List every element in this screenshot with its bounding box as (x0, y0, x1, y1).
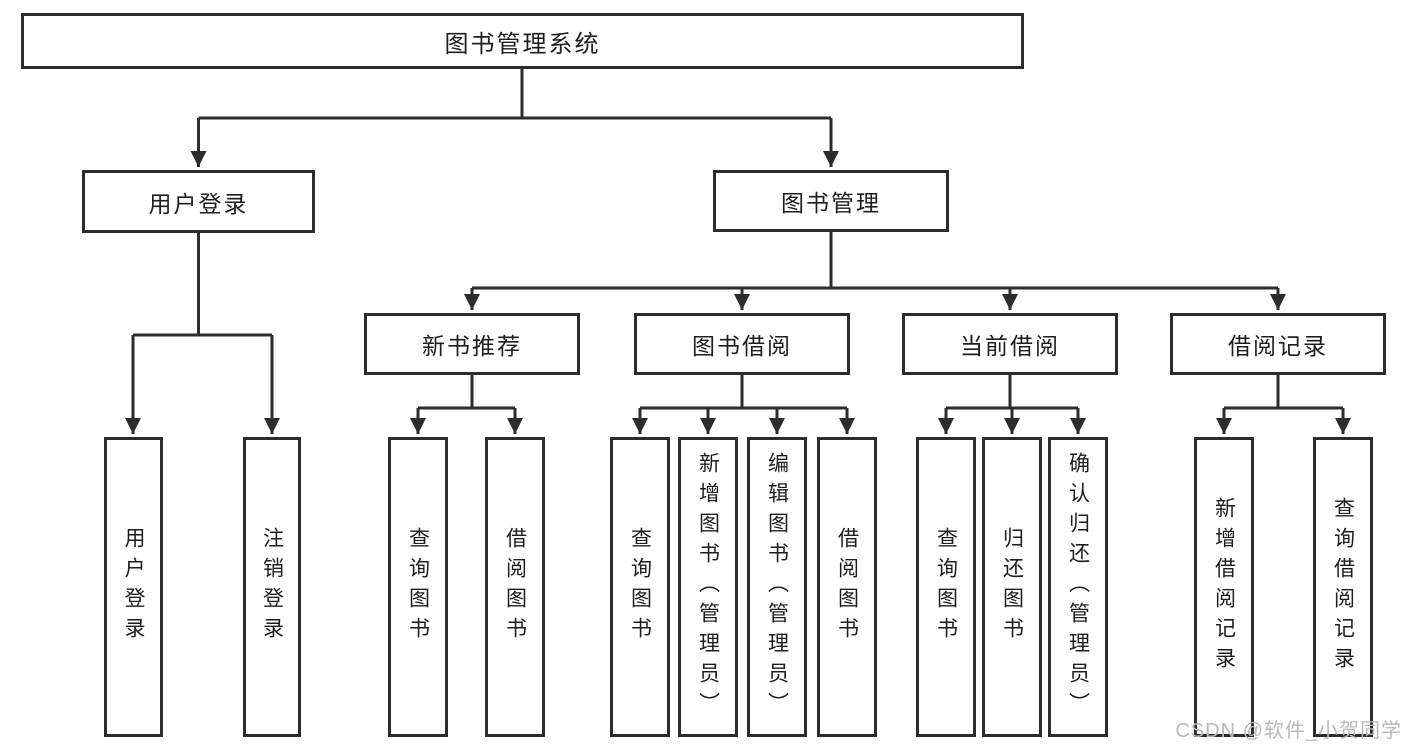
leaf-user-login: 用户登录 (104, 437, 163, 737)
node-label: 查询图书 (628, 527, 652, 647)
node-label: 新增图书（管理员） (696, 452, 720, 722)
node-label: 图书管理系统 (444, 30, 601, 58)
leaf-add-book-admin: 新增图书（管理员） (678, 437, 738, 737)
node-label: 确认归还（管理员） (1066, 452, 1090, 722)
node-label: 编辑图书（管理员） (765, 452, 789, 722)
leaf-add-borrow-record: 新增借阅记录 (1194, 437, 1254, 737)
leaf-return-book: 归还图书 (982, 437, 1042, 737)
leaf-query-books-borrow: 查询图书 (610, 437, 670, 737)
node-label: 查询图书 (406, 527, 430, 647)
node-label: 图书管理 (781, 190, 881, 216)
node-library-management-system: 图书管理系统 (21, 13, 1024, 69)
leaf-query-books-current: 查询图书 (916, 437, 976, 737)
leaf-borrow-books-recommend: 借阅图书 (485, 437, 545, 737)
node-label: 借阅图书 (835, 527, 859, 647)
node-label: 注销登录 (260, 527, 284, 647)
leaf-query-books-recommend: 查询图书 (388, 437, 448, 737)
leaf-query-borrow-record: 查询借阅记录 (1313, 437, 1373, 737)
node-label: 图书借阅 (692, 333, 792, 359)
node-label: 归还图书 (1000, 527, 1024, 647)
node-label: 当前借阅 (960, 333, 1060, 359)
node-label: 借阅图书 (503, 527, 527, 647)
node-current-borrowing: 当前借阅 (902, 313, 1118, 375)
node-label: 新书推荐 (422, 333, 522, 359)
leaf-edit-book-admin: 编辑图书（管理员） (747, 437, 807, 737)
node-book-management: 图书管理 (713, 170, 949, 232)
tree-arrows (125, 118, 1351, 434)
leaf-logout: 注销登录 (243, 437, 301, 737)
node-book-borrowing: 图书借阅 (634, 313, 850, 375)
node-new-book-recommendation: 新书推荐 (364, 313, 580, 375)
node-label: 查询借阅记录 (1331, 497, 1355, 677)
node-label: 查询图书 (934, 527, 958, 647)
node-label: 用户登录 (122, 527, 145, 647)
node-label: 用户登录 (148, 190, 249, 217)
node-borrowing-records: 借阅记录 (1170, 313, 1386, 375)
node-user-login: 用户登录 (82, 170, 315, 233)
leaf-borrow-books: 借阅图书 (817, 437, 877, 737)
node-label: 借阅记录 (1228, 333, 1328, 359)
node-label: 新增借阅记录 (1212, 497, 1236, 677)
leaf-confirm-return-admin: 确认归还（管理员） (1048, 437, 1108, 737)
watermark: CSDN @软件_小贺同学 (1175, 720, 1402, 742)
